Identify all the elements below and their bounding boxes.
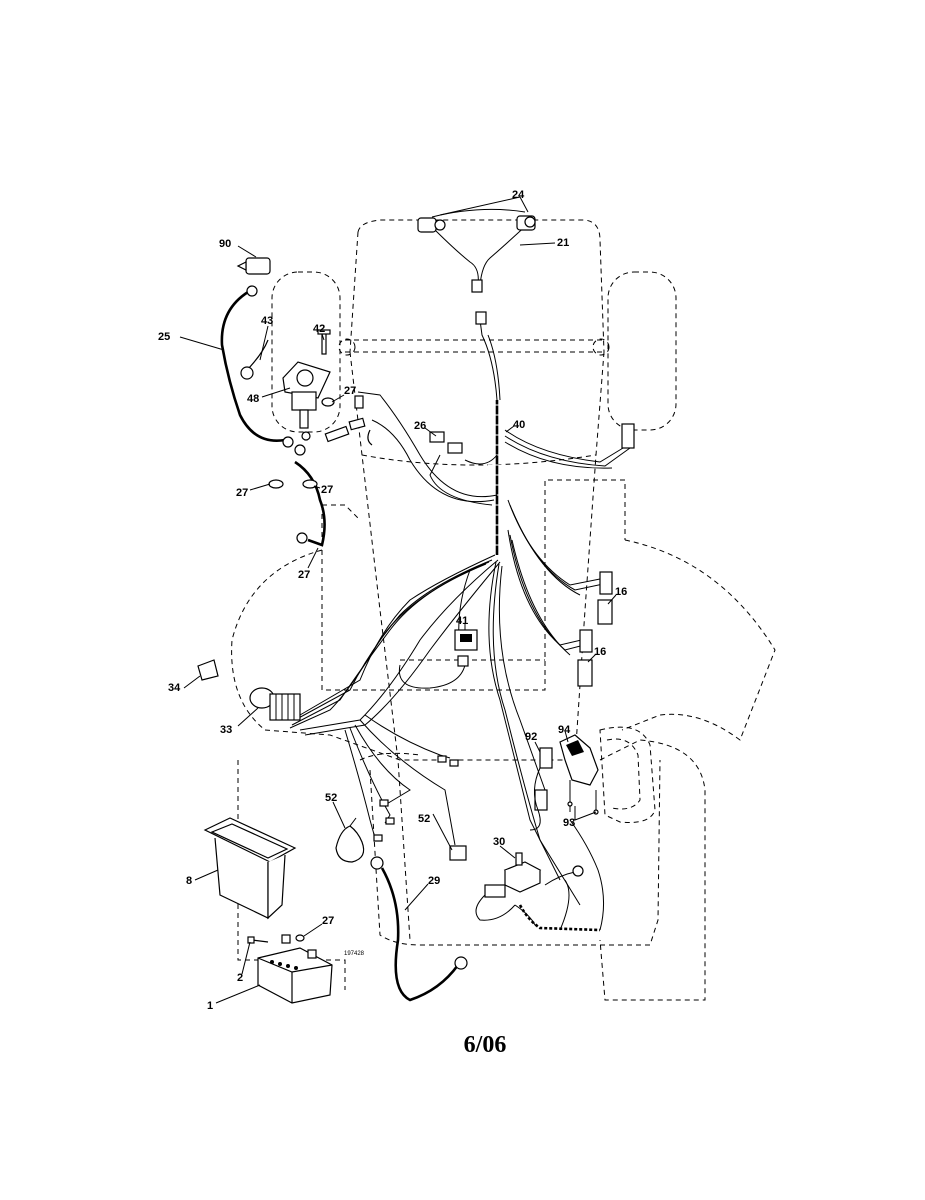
callout-labels: 24 21 90 25 43 42 48 27 26 40 27 27 27 1… xyxy=(158,189,627,1012)
callout-40: 40 xyxy=(513,419,525,431)
harness-headlight-plug xyxy=(475,311,487,325)
callout-26: 26 xyxy=(414,420,426,432)
part-26-connectors xyxy=(429,431,463,454)
callout-27-left: 27 xyxy=(236,487,248,499)
callout-41: 42 xyxy=(313,323,325,335)
leader-lines xyxy=(179,196,617,1004)
battery xyxy=(247,934,333,1004)
part-52-socket xyxy=(437,755,467,861)
callout-42: 43 xyxy=(261,315,273,327)
part-33-bracket xyxy=(197,659,219,681)
callout-27-right: 27 xyxy=(321,484,333,496)
ignition-switch xyxy=(249,687,301,721)
light-bulb xyxy=(335,799,395,863)
battery-tray xyxy=(203,817,297,920)
headlight-plug xyxy=(471,279,483,293)
seat-switch-area xyxy=(529,734,599,831)
callout-16-lower: 16 xyxy=(594,646,606,658)
pto-switch-and-coil-cord xyxy=(475,819,604,932)
callout-2: 2 xyxy=(237,972,243,984)
cable-25 xyxy=(294,460,326,547)
callout-8: 8 xyxy=(186,875,192,887)
callout-25: 27 xyxy=(298,569,310,581)
callout-33: 34 xyxy=(168,682,181,694)
left-headlight xyxy=(417,217,437,233)
callout-43: 48 xyxy=(247,393,259,405)
right-harness-plug xyxy=(621,423,635,449)
callout-28: 29 xyxy=(428,875,440,887)
callout-48: 52 xyxy=(325,792,337,804)
callout-34: 41 xyxy=(456,615,468,627)
wire-loom-coil xyxy=(488,400,506,555)
cable-28 xyxy=(370,856,468,1002)
drawing-number: 197428 xyxy=(344,951,365,957)
starter-solenoid xyxy=(240,329,373,489)
callout-90: 90 xyxy=(219,238,231,250)
callout-1: 1 xyxy=(207,1000,213,1012)
callout-22: 24 xyxy=(512,189,525,201)
callout-21: 21 xyxy=(557,237,569,249)
date-code: 6/06 xyxy=(464,1032,507,1058)
part-90-connector xyxy=(236,257,271,275)
callout-52: 52 xyxy=(418,813,430,825)
headlight-assembly xyxy=(417,208,536,325)
callout-16-upper: 16 xyxy=(615,586,627,598)
callout-30: 33 xyxy=(220,724,232,736)
callout-29: 30 xyxy=(493,836,505,848)
callout-93: 93 xyxy=(563,817,575,829)
tractor-outline xyxy=(231,219,776,1001)
part-16-switches xyxy=(577,571,613,687)
wire-harness xyxy=(289,319,631,906)
callout-92: 92 xyxy=(525,731,537,743)
part-34-switch xyxy=(454,629,478,667)
callout-24: 25 xyxy=(158,331,170,343)
callout-27-solenoid: 27 xyxy=(344,385,356,397)
callout-94: 94 xyxy=(558,724,571,736)
cable-24 xyxy=(220,290,286,443)
callout-27-battery: 27 xyxy=(322,915,334,927)
